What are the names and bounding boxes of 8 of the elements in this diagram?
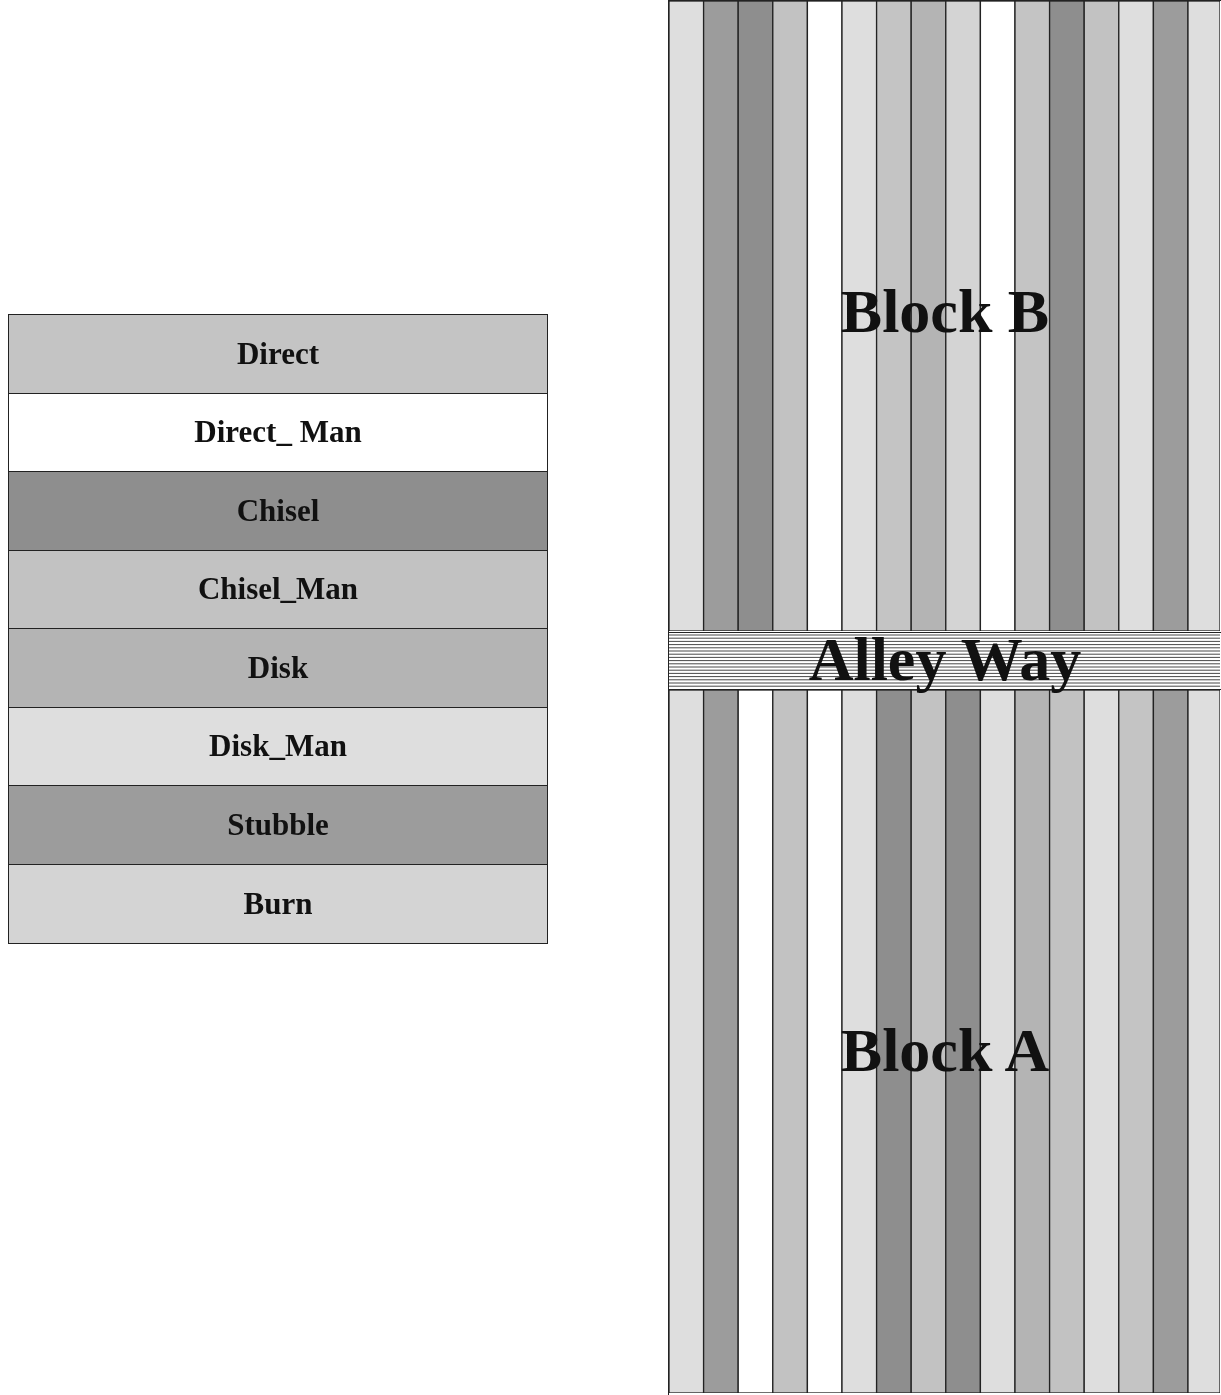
legend-label: Chisel_Man — [197, 571, 359, 608]
legend-label: Chisel — [236, 492, 320, 529]
legend-label: Stubble — [227, 806, 329, 843]
legend-label: Disk_Man — [209, 728, 347, 765]
legend-label: Burn — [243, 885, 313, 922]
legend-label: Direct — [236, 335, 319, 372]
legend-label: Direct_ Man — [194, 414, 362, 451]
legend-label: Disk — [247, 649, 309, 686]
